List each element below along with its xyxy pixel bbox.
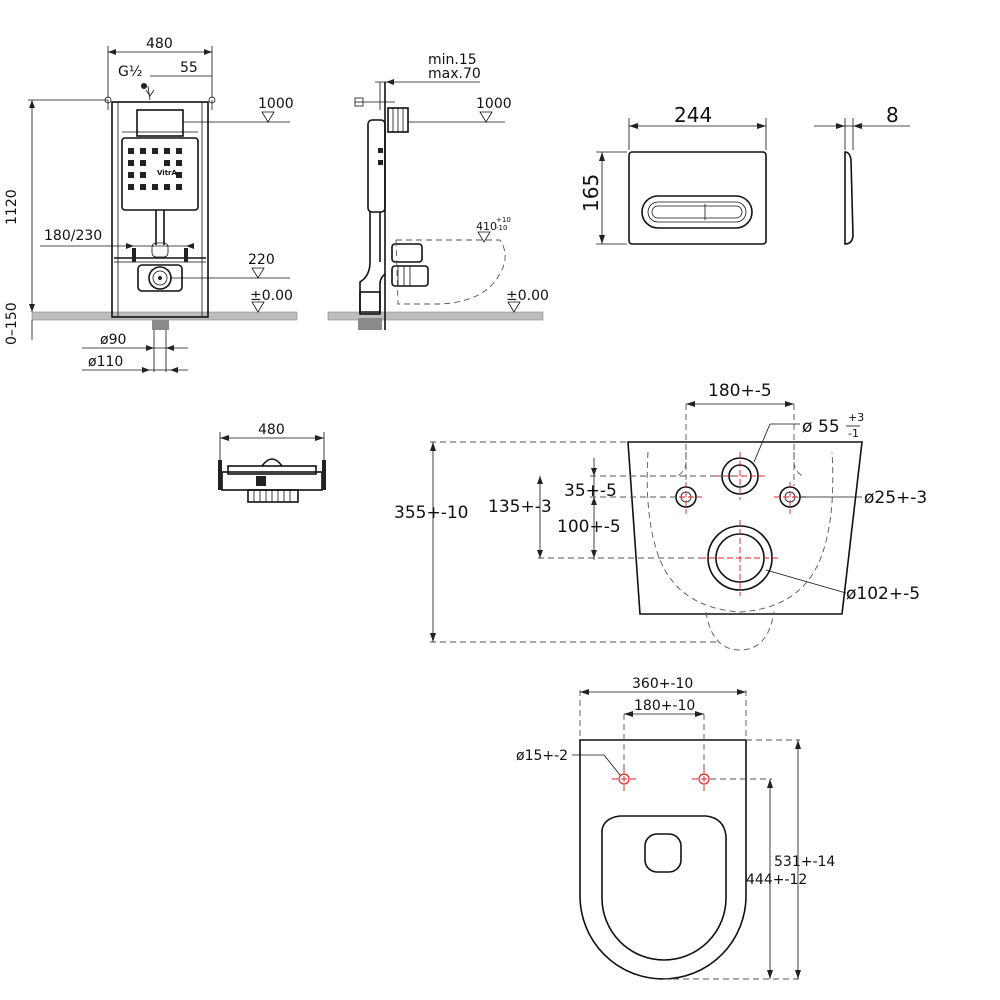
back-d55-sub: -1 [848, 427, 859, 440]
brand-logo: VitrA [157, 169, 177, 177]
plate-depth-label: 8 [886, 103, 899, 127]
bowl-back-outline [627, 441, 863, 615]
flush-button-outer [641, 195, 753, 229]
bowl-top-outline [579, 739, 747, 980]
back-width-label: 180+-5 [708, 381, 772, 401]
plate-width-label: 244 [674, 103, 712, 127]
side-level-410: 410 [476, 220, 497, 233]
side-min-label: min.15 [428, 52, 477, 68]
back-dim-100: 100+-5 [557, 517, 621, 537]
back-dim-355: 355+-10 [394, 503, 468, 523]
back-d102-label: ø102+-5 [846, 584, 920, 604]
top-view: 480 [218, 422, 326, 503]
flush-plate [628, 151, 767, 245]
top-width-360: 360+-10 [632, 676, 693, 692]
side-max-label: max.70 [428, 66, 481, 82]
bowl-drain [644, 833, 682, 873]
cistern-dot-pattern [128, 148, 182, 190]
back-d25-label: ø25+-3 [864, 488, 927, 508]
bowl-back-view: 180+-5 ø 55 +3 -1 35+-5 135+-3 100+-5 35… [394, 381, 927, 651]
floor-slab [31, 311, 298, 321]
pipe-d110-label: ø110 [88, 354, 123, 370]
bowl-inner-outline [646, 451, 834, 613]
side-view: min.15 max.70 1000 410 +10 -10 ±0.00 [327, 52, 549, 330]
flush-plate-side: 8 [814, 103, 910, 245]
top-d15-label: ø15+-2 [516, 748, 568, 764]
front-level-1000: 1000 [258, 96, 294, 112]
back-dim-35: 35+-5 [564, 481, 617, 501]
side-floor-slab [327, 311, 544, 321]
side-level-410-sub: -10 [496, 224, 507, 232]
top-len-531: 531+-14 [774, 854, 835, 870]
flush-plate-front: 244 165 [579, 103, 767, 245]
back-d55-label: 55 [818, 417, 840, 437]
frame-outline [111, 101, 209, 318]
front-view: VitrA 480 G½ 55 112 [4, 36, 298, 373]
top-len-444: 444+-12 [746, 872, 807, 888]
front-height-label: 1120 [4, 189, 20, 225]
offset-label: 55 [180, 60, 198, 76]
plate-height-label: 165 [579, 174, 603, 212]
front-level-220: 220 [248, 252, 275, 268]
side-cistern [367, 119, 386, 213]
service-opening [136, 109, 184, 137]
top-width-label: 480 [258, 422, 285, 438]
pipe-d90-label: ø90 [100, 332, 126, 348]
thread-label: G½ [118, 64, 142, 80]
floor-adjust-label: 0–150 [4, 302, 20, 345]
mount-hole-left [618, 773, 630, 785]
toilet-seat-opening [601, 815, 727, 961]
side-bowl-outline [395, 239, 506, 305]
top-cistern [247, 489, 299, 503]
top-width-180: 180+-10 [634, 698, 695, 714]
front-width-label: 480 [146, 36, 173, 52]
side-level-zero: ±0.00 [506, 288, 549, 304]
back-d55-prefix: ø [802, 417, 812, 437]
side-level-410-sup: +10 [496, 216, 511, 224]
back-dim-135: 135+-3 [488, 497, 552, 517]
back-d55-sup: +3 [848, 411, 864, 424]
mount-hole-right [698, 773, 710, 785]
side-level-1000: 1000 [476, 96, 512, 112]
bowl-top-view: 360+-10 180+-10 ø15+-2 531+-14 444+-12 [516, 676, 835, 980]
front-level-zero: ±0.00 [250, 288, 293, 304]
cistern-body [121, 137, 199, 211]
spacing-label: 180/230 [44, 228, 102, 244]
